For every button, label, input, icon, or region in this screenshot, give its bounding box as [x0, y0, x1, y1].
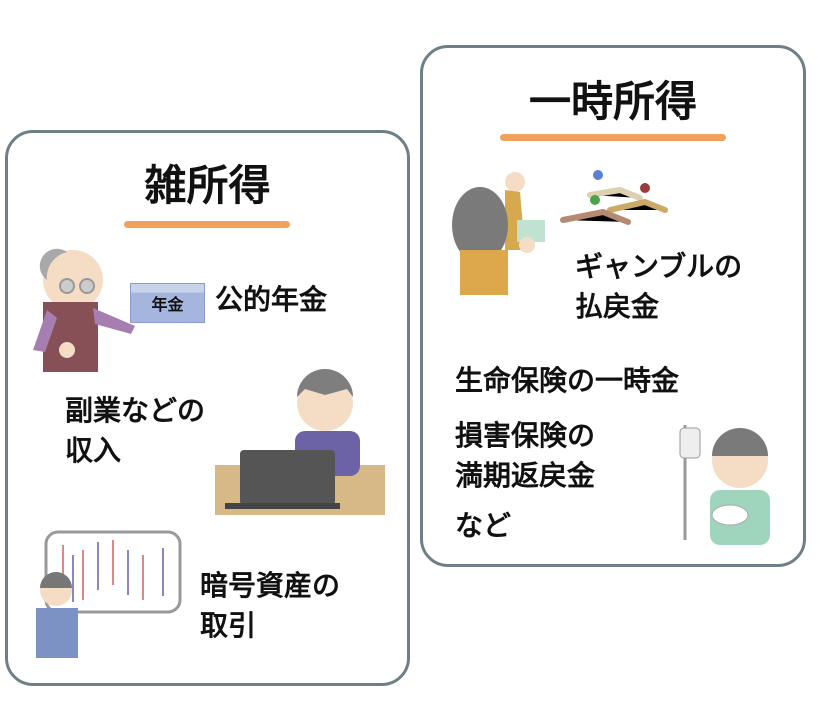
item-gambling-line2: 払戻金 [575, 290, 660, 323]
item-side-job-line2: 収入 [65, 434, 122, 467]
title-underline [500, 134, 726, 141]
item-damage-insurance-line2: 満期返戻金 [455, 459, 596, 492]
temporary-income-title: 一時所得 [528, 77, 697, 126]
title-underline [124, 221, 290, 228]
patient-illustration [679, 425, 770, 545]
elderly-man-illustration [33, 248, 135, 372]
item-etc: など [455, 509, 512, 542]
pension-badge: 年金 [130, 283, 205, 323]
item-gambling-line1: ギャンブルの [575, 250, 743, 283]
item-crypto-line1: 暗号資産の [200, 569, 341, 602]
laptop-worker-illustration [215, 369, 385, 515]
item-public-pension: 公的年金 [215, 283, 328, 316]
crypto-chart-illustration [36, 530, 182, 658]
item-damage-insurance-line1: 損害保険の [455, 419, 596, 452]
misc-income-title: 雑所得 [144, 161, 271, 210]
gambling-woman-illustration [452, 170, 668, 295]
item-side-job-line1: 副業などの [65, 394, 206, 427]
item-life-insurance: 生命保険の一時金 [455, 364, 680, 397]
item-crypto-line2: 取引 [200, 609, 257, 642]
